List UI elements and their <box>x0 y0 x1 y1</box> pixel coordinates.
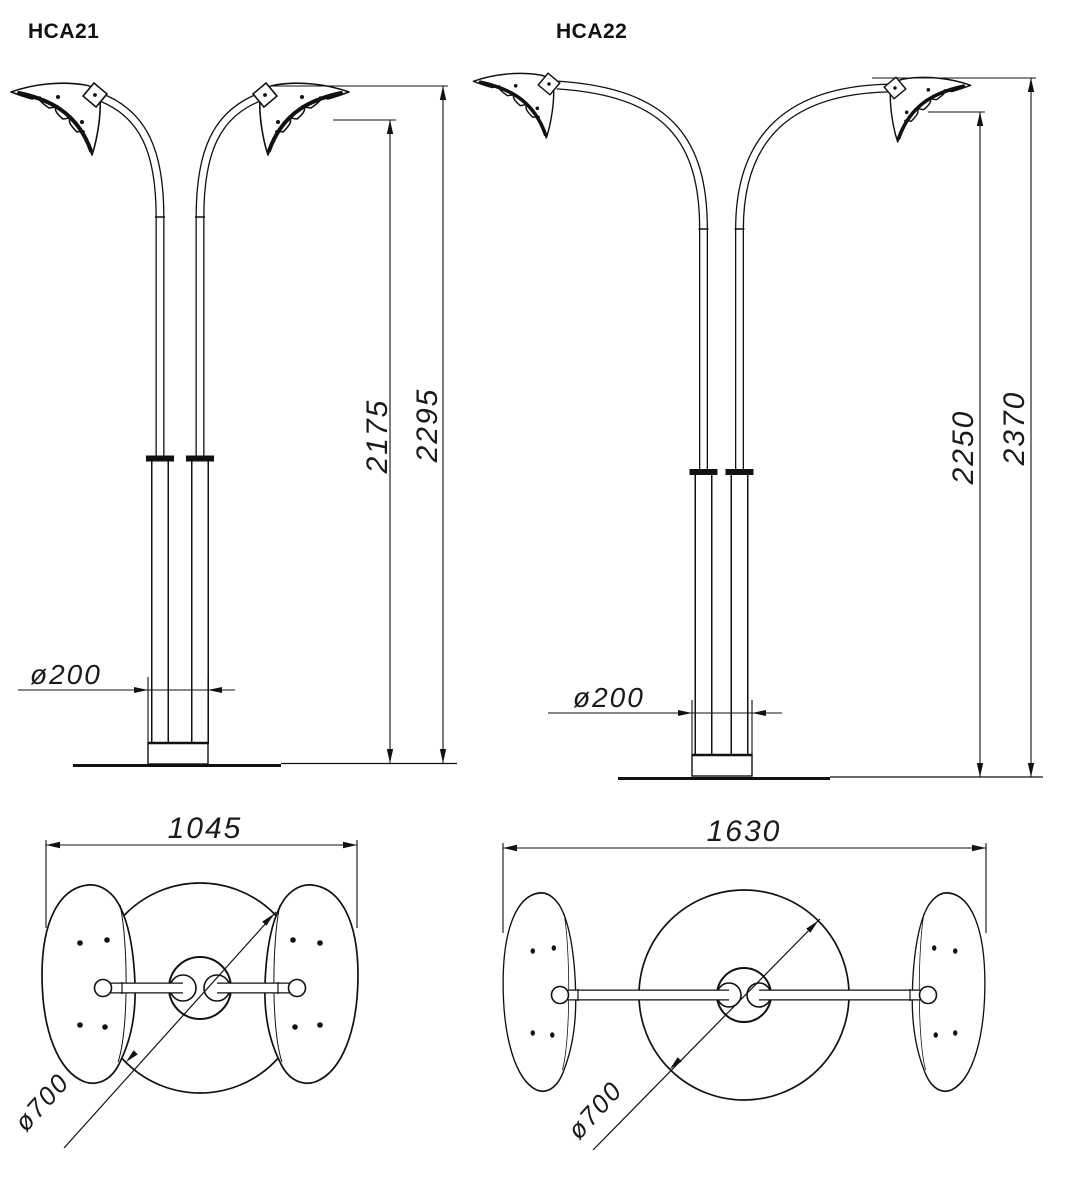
base-socket <box>691 754 753 777</box>
hca22-luminaire-height-label: 2250 <box>947 410 980 486</box>
luminaire-head-left <box>471 71 562 140</box>
hca22-plan-drawing: 1630 ø700 <box>502 815 987 1151</box>
hca21-total-height-label: 2295 <box>411 388 444 464</box>
hca22-plate-diameter-label: ø700 <box>561 1075 628 1145</box>
hca22-title: HCA22 <box>556 20 628 43</box>
pole-collar <box>725 469 754 475</box>
hca22-plan-dimension-lines <box>502 843 987 933</box>
luminaire-head-left <box>9 81 109 157</box>
hca21-elevation-drawing: 2175 2295 ø200 <box>9 81 457 767</box>
hca22-plan-width-label: 1630 <box>707 815 782 848</box>
hca22-dimension-lines <box>548 77 1036 777</box>
pole-collar <box>186 455 214 462</box>
hca21-dimension-lines <box>18 85 448 763</box>
hca21-plan-drawing: 1045 ø700 <box>8 812 359 1149</box>
hca22-elevation-drawing: 2250 2370 ø200 <box>471 71 1043 780</box>
luminaire-head-right <box>251 81 351 157</box>
pole-collar <box>146 455 174 462</box>
hca21-base-diameter-label: ø200 <box>30 659 102 690</box>
hca22-base-diameter-label: ø200 <box>573 682 645 713</box>
hca21-luminaire-height-label: 2175 <box>361 399 394 475</box>
pole-collar <box>689 469 718 475</box>
hca21-dimension-arrows <box>134 86 447 763</box>
luminaire-head-right <box>882 75 973 144</box>
diameter-leader-line <box>63 911 277 1149</box>
hca21-plan-dimension-lines <box>45 840 358 928</box>
hca21-plan-width-label: 1045 <box>168 812 243 845</box>
hca21-title: HCA21 <box>28 20 100 43</box>
hca22-dimension-arrows <box>678 78 1035 777</box>
base-socket <box>147 742 209 765</box>
diameter-leader-line <box>592 918 821 1151</box>
hca21-plate-diameter-label: ø700 <box>8 1067 75 1137</box>
hca22-total-height-label: 2370 <box>998 391 1031 467</box>
